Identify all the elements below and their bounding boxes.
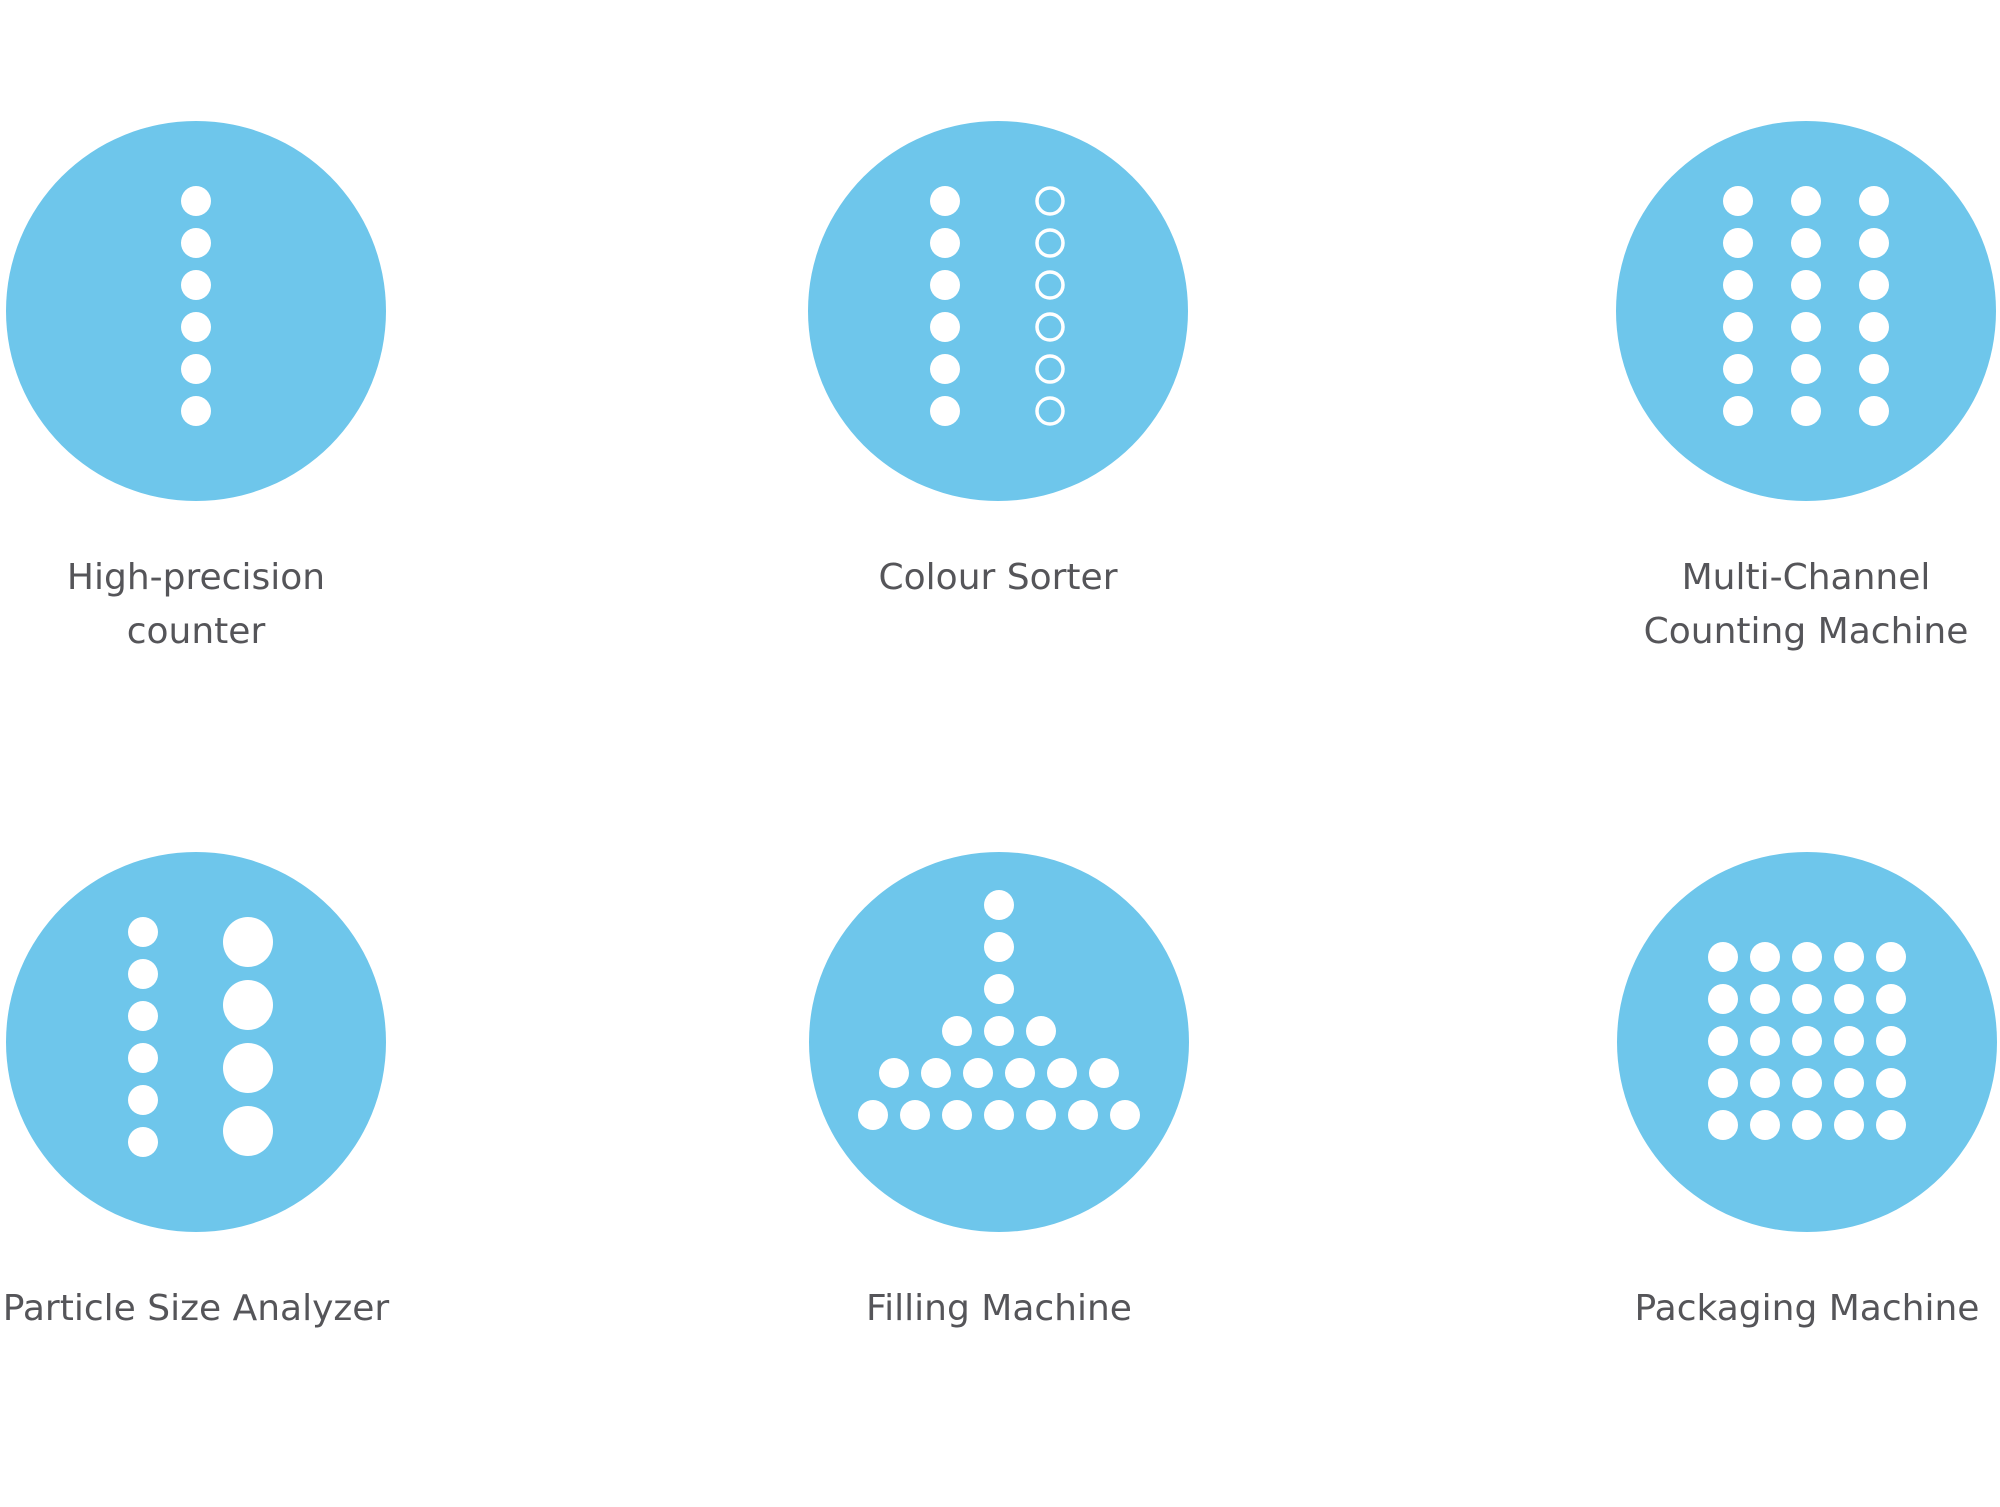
icon-drawing	[1708, 942, 1906, 1140]
three-column-dots-icon	[1616, 121, 1996, 501]
single-column-dots-icon	[6, 121, 386, 501]
machine-label: High-precision counter	[66, 557, 326, 652]
icon-drawing	[930, 186, 1065, 426]
icon-drawing	[128, 917, 273, 1157]
machine-label: Particle Size Analyzer	[2, 1288, 390, 1329]
icon-drawing	[181, 186, 211, 426]
icon-drawing	[1723, 186, 1889, 426]
machine-label: Colour Sorter	[878, 557, 1118, 598]
solid-and-hollow-columns-icon	[808, 121, 1188, 501]
icon-drawing	[858, 890, 1140, 1130]
machine-label: Packaging Machine	[1634, 1288, 1980, 1329]
machine-label: Multi-Channel Counting Machine	[1643, 557, 1969, 652]
small-and-large-dots-icon	[6, 852, 386, 1232]
dot-grid-icon	[1617, 852, 1997, 1232]
funnel-dots-icon	[809, 852, 1189, 1232]
machine-label: Filling Machine	[866, 1288, 1132, 1329]
